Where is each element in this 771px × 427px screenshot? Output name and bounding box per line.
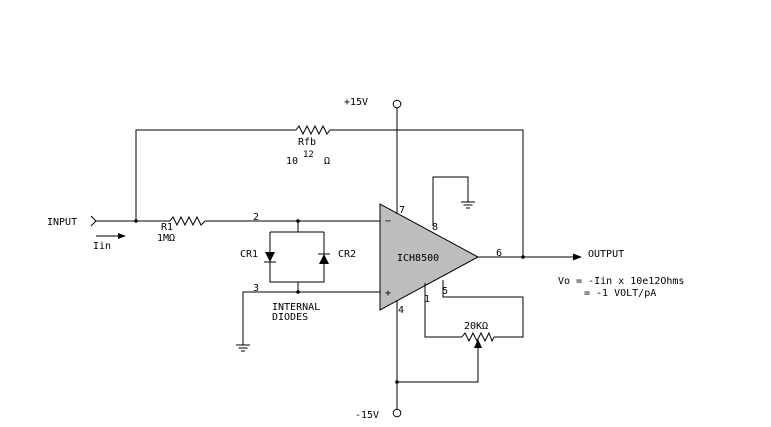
output-label: OUTPUT (588, 249, 624, 260)
negative-supply-terminal (392, 408, 402, 418)
cr1-label: CR1 (240, 249, 258, 260)
positive-supply-terminal (392, 99, 402, 109)
feedback-resistor-rfb (295, 124, 331, 136)
output-arrow-icon (573, 253, 582, 261)
r1-label: R1 (161, 222, 173, 233)
inverting-sign: − (385, 216, 391, 227)
pin-6-label: 6 (496, 248, 502, 259)
transfer-equation-line-2: = -1 VOLT/pA (584, 288, 656, 299)
pin-8-label: 8 (432, 222, 438, 233)
rfb-value-unit: Ω (324, 156, 330, 167)
internal-diodes-label-2: DIODES (272, 312, 308, 323)
diode-cr2-icon (318, 253, 330, 264)
vplus-label: +15V (344, 97, 368, 108)
internal-diodes-label-1: INTERNAL (272, 302, 320, 313)
output-junction-dot (521, 255, 525, 259)
vminus-label: -15V (355, 410, 379, 421)
current-arrow-icon (96, 233, 126, 239)
pin-3-label: 3 (253, 283, 259, 294)
pin-7-label: 7 (399, 205, 405, 216)
op-amp-triangle (379, 203, 480, 311)
pin-2-label: 2 (253, 212, 259, 223)
iin-label: Iin (93, 241, 111, 252)
pin-1-wire (424, 283, 462, 338)
pot-value-label: 20KΩ (464, 321, 488, 332)
r1-value: 1MΩ (157, 233, 175, 244)
noninverting-sign: + (385, 288, 391, 299)
pin-5-label: 5 (442, 286, 448, 297)
input-resistor-r1 (169, 215, 206, 227)
cr2-label: CR2 (338, 249, 356, 260)
input-junction-dot (134, 219, 138, 223)
transfer-equation-line-1: Vo = -Iin x 10e12Ohms (558, 276, 684, 287)
rfb-value-exponent: 12 (303, 150, 314, 160)
ground-icon (461, 201, 475, 209)
ground-icon (236, 344, 250, 352)
rfb-value-base: 10 (286, 156, 298, 167)
pin-8-wire (432, 176, 469, 226)
pin-4-label: 4 (398, 305, 404, 316)
feedback-wire (135, 129, 524, 257)
pin-1-label: 1 (424, 294, 430, 305)
noninverting-input-wire (242, 291, 380, 345)
diode-cr1-icon (264, 252, 276, 263)
trim-potentiometer-icon (397, 331, 495, 383)
input-label: INPUT (47, 217, 77, 228)
rfb-label: Rfb (298, 137, 316, 148)
pin-5-wire (442, 280, 524, 338)
op-amp-label: ICH8500 (397, 253, 439, 264)
input-terminal (90, 215, 97, 227)
negative-supply-junction-dot (395, 380, 399, 384)
internal-diodes-box (269, 221, 325, 292)
